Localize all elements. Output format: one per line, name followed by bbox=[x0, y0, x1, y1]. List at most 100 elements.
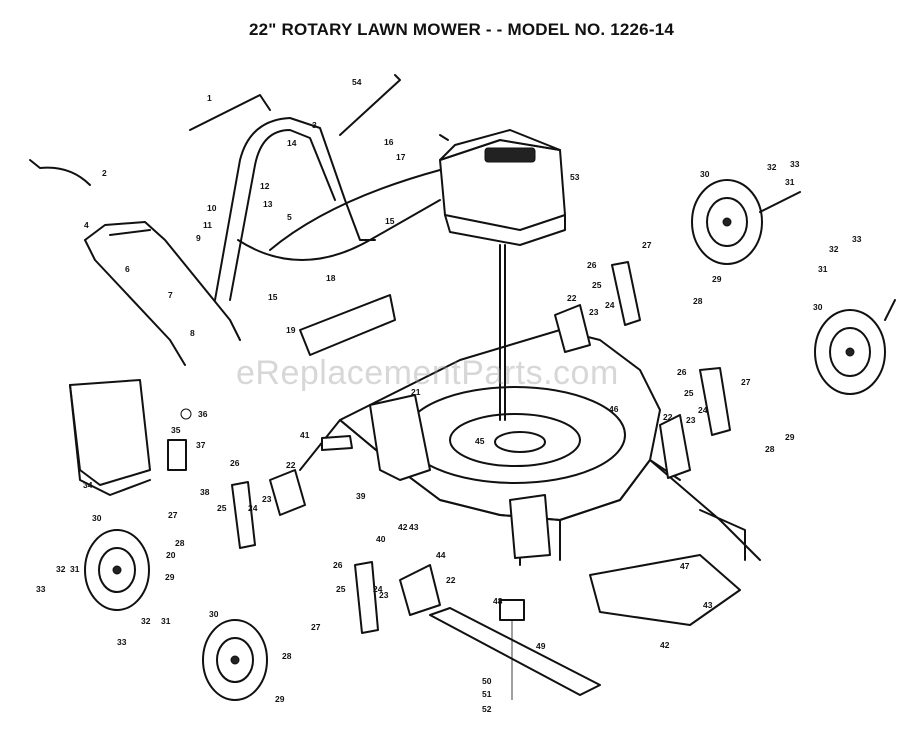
callout-number: 28 bbox=[693, 296, 703, 306]
rear-baffle bbox=[589, 509, 746, 626]
callout-number: 7 bbox=[168, 290, 173, 300]
callout-number: 42 bbox=[660, 640, 670, 650]
watermark: eReplacementParts.com bbox=[236, 354, 619, 392]
callout-number: 11 bbox=[203, 220, 212, 230]
callout-number: 33 bbox=[117, 637, 127, 647]
callout-number: 29 bbox=[165, 572, 175, 582]
callout-number: 33 bbox=[36, 584, 46, 594]
callout-number: 5 bbox=[287, 212, 292, 222]
callout-number: 12 bbox=[260, 181, 270, 191]
callout-number: 39 bbox=[356, 491, 366, 501]
callout-number: 48 bbox=[493, 596, 503, 606]
engine bbox=[439, 129, 566, 421]
callout-number: 22 bbox=[446, 575, 456, 585]
callout-number: 26 bbox=[677, 367, 687, 377]
callout-number: 13 bbox=[263, 199, 273, 209]
callout-number: 15 bbox=[268, 292, 278, 302]
callout-number: 28 bbox=[175, 538, 185, 548]
callout-number: 26 bbox=[230, 458, 240, 468]
callout-number: 31 bbox=[818, 264, 828, 274]
callout-number: 41 bbox=[300, 430, 310, 440]
callout-number: 23 bbox=[686, 415, 696, 425]
blade bbox=[429, 599, 601, 700]
callout-number: 24 bbox=[248, 503, 258, 513]
callout-number: 16 bbox=[384, 137, 394, 147]
callout-number: 23 bbox=[262, 494, 272, 504]
callout-number: 1 bbox=[207, 93, 212, 103]
callout-number: 26 bbox=[333, 560, 343, 570]
upper-handle bbox=[189, 74, 441, 301]
callout-number: 26 bbox=[587, 260, 597, 270]
callout-number: 24 bbox=[698, 405, 708, 415]
callout-number: 33 bbox=[852, 234, 862, 244]
callout-number: 30 bbox=[92, 513, 102, 523]
wheel-front-right bbox=[691, 179, 801, 265]
callout-number: 46 bbox=[609, 404, 619, 414]
callout-number: 10 bbox=[207, 203, 217, 213]
callout-number: 44 bbox=[436, 550, 446, 560]
wheel-rear-right bbox=[814, 299, 896, 395]
callout-number: 31 bbox=[785, 177, 795, 187]
callout-number: 17 bbox=[396, 152, 406, 162]
callout-number: 29 bbox=[785, 432, 795, 442]
callout-number: 53 bbox=[570, 172, 580, 182]
callout-number: 24 bbox=[373, 584, 383, 594]
callout-number: 21 bbox=[411, 387, 421, 397]
callout-number: 27 bbox=[168, 510, 178, 520]
callout-number: 49 bbox=[536, 641, 546, 651]
callout-number: 27 bbox=[741, 377, 751, 387]
height-adjusters bbox=[231, 261, 731, 634]
callout-number: 2 bbox=[102, 168, 107, 178]
lower-handle bbox=[84, 221, 241, 366]
callout-number: 30 bbox=[209, 609, 219, 619]
wheel-rear-left bbox=[202, 619, 268, 701]
callout-number: 32 bbox=[829, 244, 839, 254]
callout-number: 50 bbox=[482, 676, 492, 686]
callout-number: 34 bbox=[83, 480, 93, 490]
callout-number: 47 bbox=[680, 561, 690, 571]
callout-number: 18 bbox=[326, 273, 336, 283]
callout-number: 25 bbox=[217, 503, 227, 513]
callout-number: 27 bbox=[642, 240, 652, 250]
callout-number: 33 bbox=[790, 159, 800, 169]
callout-number: 32 bbox=[141, 616, 151, 626]
callout-number: 22 bbox=[663, 412, 673, 422]
callout-number: 36 bbox=[198, 409, 208, 419]
callout-number: 30 bbox=[813, 302, 823, 312]
callout-number: 52 bbox=[482, 704, 492, 714]
grass-chute bbox=[69, 379, 151, 496]
callout-number: 51 bbox=[482, 689, 492, 699]
callout-number: 54 bbox=[352, 77, 362, 87]
callout-number: 43 bbox=[703, 600, 713, 610]
callout-number: 4 bbox=[84, 220, 89, 230]
callout-number: 27 bbox=[311, 622, 321, 632]
callout-number: 3 bbox=[312, 120, 317, 130]
callout-number: 15 bbox=[385, 216, 395, 226]
callout-number: 9 bbox=[196, 233, 201, 243]
callout-number: 30 bbox=[700, 169, 710, 179]
callout-number: 20 bbox=[166, 550, 176, 560]
callout-number: 28 bbox=[765, 444, 775, 454]
callout-number: 19 bbox=[286, 325, 296, 335]
callout-number: 22 bbox=[286, 460, 296, 470]
callout-number: 40 bbox=[376, 534, 386, 544]
callout-number: 29 bbox=[712, 274, 722, 284]
diagram-title: 22" ROTARY LAWN MOWER - - MODEL NO. 1226… bbox=[248, 20, 675, 39]
callout-number: 22 bbox=[567, 293, 577, 303]
callout-number: 6 bbox=[125, 264, 130, 274]
callout-number: 31 bbox=[161, 616, 171, 626]
callout-number: 31 bbox=[70, 564, 80, 574]
callout-number: 43 bbox=[409, 522, 419, 532]
small-parts bbox=[29, 134, 551, 559]
callout-number: 38 bbox=[200, 487, 210, 497]
callout-number: 25 bbox=[336, 584, 346, 594]
callout-number: 45 bbox=[475, 436, 485, 446]
callout-number: 42 bbox=[398, 522, 408, 532]
callout-number: 25 bbox=[592, 280, 602, 290]
callout-number: 32 bbox=[56, 564, 66, 574]
callout-number: 28 bbox=[282, 651, 292, 661]
callout-number: 29 bbox=[275, 694, 285, 704]
callout-number: 24 bbox=[605, 300, 615, 310]
callout-number: 32 bbox=[767, 162, 777, 172]
